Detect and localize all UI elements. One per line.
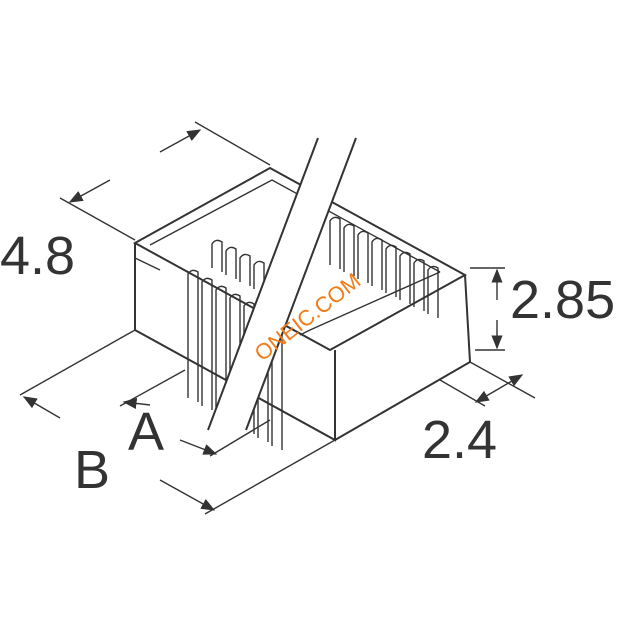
dimension-depth <box>59 121 271 241</box>
break-band <box>207 137 357 431</box>
dimension-a <box>119 369 271 457</box>
pin <box>385 244 397 297</box>
label-a: A <box>128 402 164 462</box>
pin <box>215 285 227 418</box>
pin <box>229 293 241 426</box>
label-width: 2.4 <box>422 410 497 470</box>
pin <box>225 246 237 279</box>
pin <box>253 260 265 293</box>
pin <box>413 258 425 311</box>
pin <box>371 237 383 290</box>
pin <box>211 239 223 272</box>
pin <box>357 230 369 283</box>
pin <box>329 216 341 269</box>
pin <box>343 223 355 276</box>
dimension-height <box>470 267 505 351</box>
label-height: 2.85 <box>510 270 615 330</box>
pin <box>427 265 439 318</box>
pin <box>399 251 411 304</box>
pin <box>187 269 199 402</box>
dimension-width <box>439 361 536 407</box>
pin <box>201 277 213 410</box>
label-depth: 4.8 <box>0 226 75 286</box>
pin <box>239 253 251 286</box>
dimension-b <box>19 329 336 515</box>
label-b: B <box>74 440 110 500</box>
pin <box>243 301 255 434</box>
